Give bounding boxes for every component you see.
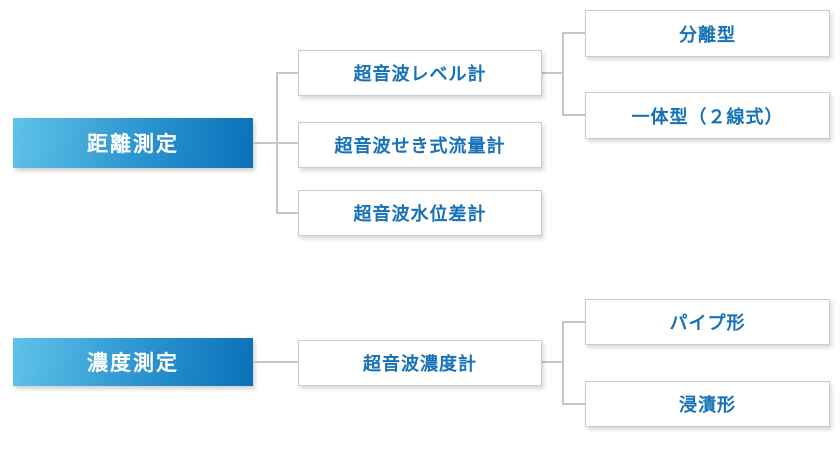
connector-trunk3-branch2	[563, 403, 585, 405]
connector-trunk1-vertical	[276, 72, 278, 214]
node-ultrasonic-water-level-difference-meter[interactable]: 超音波水位差計	[298, 190, 542, 236]
connector-trunk1-branch1	[277, 72, 298, 74]
category-box-concentration-measurement: 濃度測定	[13, 338, 253, 386]
connector-root2-child	[253, 361, 298, 363]
connector-trunk1-branch3	[277, 212, 298, 214]
node-ultrasonic-concentration-meter[interactable]: 超音波濃度計	[298, 340, 542, 386]
connector-trunk3-vertical	[562, 321, 564, 405]
connector-root1-trunk	[253, 142, 298, 144]
node-integrated-type-2wire[interactable]: 一体型（２線式）	[585, 92, 830, 139]
connector-trunk2-branch1	[563, 32, 585, 34]
connector-trunk2-branch2	[563, 114, 585, 116]
node-ultrasonic-level-meter[interactable]: 超音波レベル計	[298, 50, 542, 96]
node-separate-type[interactable]: 分離型	[585, 10, 830, 57]
connector-level-meter-out	[542, 72, 563, 74]
connector-concentration-meter-out	[542, 361, 563, 363]
node-immersion-type[interactable]: 浸漬形	[585, 381, 830, 427]
connector-trunk3-branch1	[563, 321, 585, 323]
node-pipe-type[interactable]: パイプ形	[585, 299, 830, 345]
node-ultrasonic-weir-flow-meter[interactable]: 超音波せき式流量計	[298, 122, 542, 168]
connector-trunk2-vertical	[562, 32, 564, 116]
category-box-distance-measurement: 距離測定	[13, 118, 253, 168]
